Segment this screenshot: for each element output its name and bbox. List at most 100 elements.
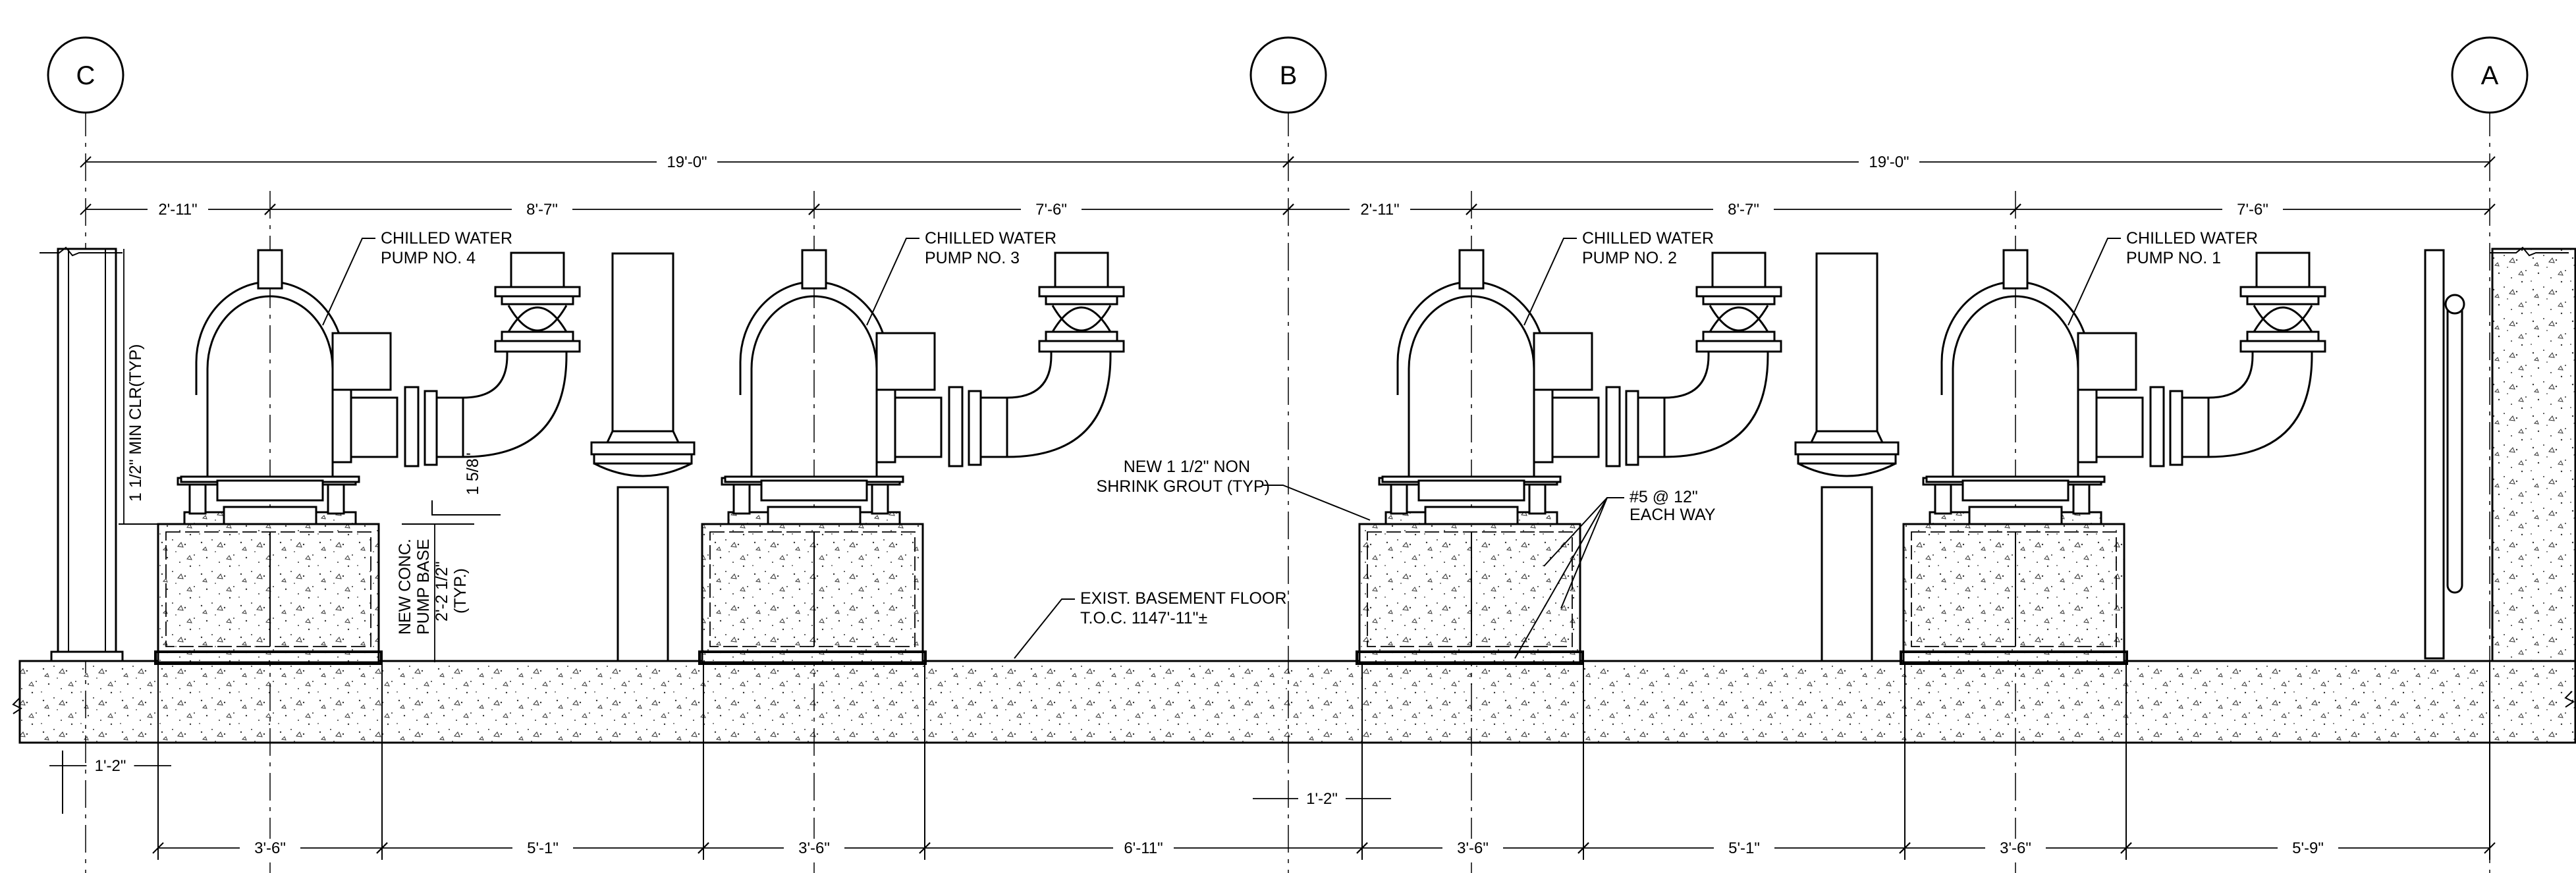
pump-label-line2-1: PUMP NO. 1	[2126, 249, 2221, 267]
top-dim-b-3-label-bg	[1350, 200, 1410, 219]
pump-foot-3-0	[732, 479, 751, 515]
grout-dim-leader	[431, 500, 501, 516]
pump-elbow-inner-1	[2208, 349, 2254, 399]
pump-label-line2-4: PUMP NO. 4	[381, 249, 476, 267]
pump-volute-2	[1533, 388, 1554, 463]
pump-base-note-line3: 2'-2 1/2"	[433, 562, 451, 622]
pump-terminal-box-3	[875, 332, 936, 391]
break-line-left	[12, 697, 22, 714]
top-dim-b-5-tick2	[2484, 203, 2496, 215]
bottom-dim-4-label: 3'-6"	[1457, 839, 1489, 857]
pump-elbow-outer-3	[1006, 349, 1112, 458]
pump-motor-4	[206, 295, 334, 477]
top-dim-b-1-label-bg	[512, 200, 572, 219]
pump-valve-body-l-2	[1709, 306, 1769, 332]
pump-valve-flange-up2-2	[1695, 286, 1782, 298]
left-column	[57, 248, 117, 658]
pump-valve-body-l-3	[1051, 306, 1112, 332]
pump-label-line1-4: CHILLED WATER	[381, 229, 512, 248]
pump-elbow-inner-2	[1664, 349, 1710, 399]
top-dim-b-1-label: 8'-7"	[526, 201, 558, 219]
pump-mount-plate-4	[223, 506, 317, 525]
left-column-break	[40, 246, 123, 257]
pump-label-line2-2: PUMP NO. 2	[1582, 249, 1677, 267]
riser-pipe-2	[1815, 252, 1878, 433]
rebar-leader-3	[1543, 497, 1608, 567]
grid-centerlines	[85, 109, 2490, 873]
right-conduit	[2446, 302, 2463, 594]
pump-spool-4	[435, 396, 464, 458]
bottom-dim-7-label-bg	[2278, 839, 2338, 857]
pump-pipe-up-1	[2255, 251, 2311, 288]
pump-valve-body-l-4	[507, 306, 568, 332]
top-dim-b-2-tick1	[808, 203, 820, 215]
top-dim-b-4-label: 8'-7"	[1728, 201, 1759, 219]
pump-shaft-4	[257, 249, 283, 290]
pump-pipe-up-3	[1054, 251, 1109, 288]
pump-spool-2	[1637, 396, 1666, 458]
pump-valve-flange-low2-2	[1702, 331, 1776, 342]
pump-valve-body-l-1	[2253, 306, 2313, 332]
pump-motor-2	[1408, 295, 1535, 477]
right-riser-pipe	[2424, 249, 2445, 660]
grout-note-line1: NEW 1 1/2" NON	[1124, 458, 1250, 476]
pump-mount-plate-3	[767, 506, 862, 525]
pump-shaft-2	[1458, 249, 1485, 290]
bottom-dim-5-label-bg	[1714, 839, 1774, 857]
top-dim-b-4-tick1	[1466, 203, 1477, 215]
riser-flange2-2	[1797, 453, 1897, 465]
pump-base-1	[1902, 523, 2125, 664]
bottom-dim-1-label: 5'-1"	[527, 839, 559, 857]
pump-base-note-line2: PUMP BASE	[414, 539, 433, 635]
top-dim-b-0-tick1	[80, 203, 92, 215]
top-dim-b-5-label-bg	[2222, 200, 2283, 219]
top-dim-b-1-tick1	[264, 203, 276, 215]
annotations: 1 1/2" MIN CLR(TYP) 1 5/8" NEW CONC. PUM…	[126, 344, 1716, 659]
pump-label-leader-1	[2068, 238, 2121, 326]
grid-bubble-a	[2451, 36, 2529, 114]
top-dim-a-0-label: 19'-0"	[667, 153, 707, 171]
pump-base-rebar-4	[165, 531, 371, 647]
pump-flange-b-2	[1625, 390, 1639, 466]
pump-flange-a-3	[948, 386, 964, 467]
pump-elbow-outer-2	[1664, 349, 1769, 458]
pump-flange-a-4	[404, 386, 420, 467]
pump-spool-3	[979, 396, 1008, 458]
top-dim-a-0-label-bg	[657, 153, 717, 171]
rebar-note-line1: #5 @ 12"	[1630, 488, 1698, 506]
pump-base-edge-4	[154, 650, 383, 665]
pump-shaft-1	[2002, 249, 2029, 290]
small-dim-1-bg	[1298, 789, 1346, 808]
top-dim-a-1-label-bg	[1859, 153, 1919, 171]
floor-note-line1: EXIST. BASEMENT FLOOR	[1080, 589, 1287, 608]
pump-terminal-box-4	[331, 332, 392, 391]
pump-flange-b-4	[424, 390, 438, 466]
pump-terminal-box-1	[2077, 332, 2137, 391]
riser-reducer-2	[1797, 462, 1896, 477]
top-dim-b-2-label: 7'-6"	[1035, 201, 1067, 219]
pump-valve-flange-up2-3	[1038, 286, 1125, 298]
pump-base-note-line1: NEW CONC.	[396, 539, 414, 635]
bottom-dim-5-label: 5'-1"	[1728, 839, 1760, 857]
top-dim-b-5-tick1	[2010, 203, 2021, 215]
pump-base-3	[701, 523, 924, 664]
bottom-dim-0-label-bg	[240, 839, 300, 857]
riser-lower-2	[1821, 486, 1873, 662]
pump-flange-a-2	[1605, 386, 1621, 467]
pump-base-rebar-2	[1367, 531, 1573, 647]
pump-elbow-inner-3	[1006, 349, 1053, 399]
top-dim-b-3-tick1	[1282, 203, 1294, 215]
pump-mount-plate-2	[1424, 506, 1519, 525]
grid-label-c: C	[76, 61, 96, 90]
pump-base-rebar-3	[709, 531, 916, 647]
pump-shaft-3	[801, 249, 827, 290]
right-wall	[2491, 248, 2576, 662]
pump-pedestal-4	[216, 479, 324, 502]
walls-and-risers	[40, 246, 2576, 662]
pump-valve-flange-low2-1	[2246, 331, 2320, 342]
pump-volute-4	[331, 388, 352, 463]
